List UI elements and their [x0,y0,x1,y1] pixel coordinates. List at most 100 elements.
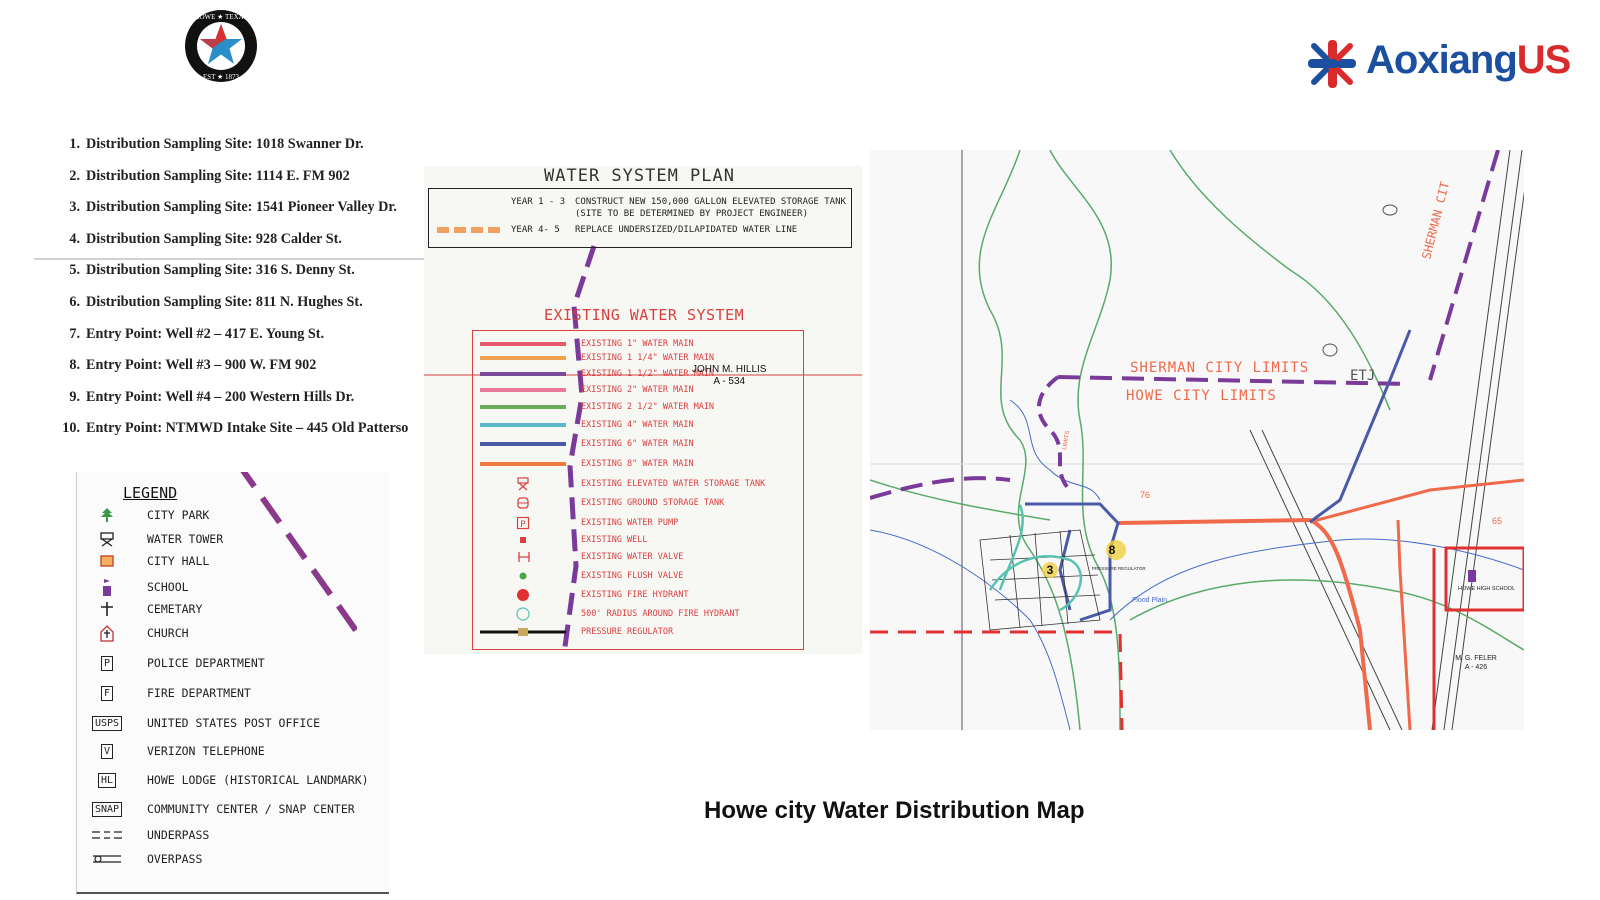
legend-row: CEMETARY [77,598,389,620]
legend-label: VERIZON TELEPHONE [147,744,265,758]
survey-abstract: A - 426 [1465,664,1487,671]
brand-name: AoxiangUS [1366,38,1572,83]
legend-row: OVERPASS [77,848,389,870]
site-number: 6. [69,293,80,310]
aoxiang-logo-icon [1308,40,1356,88]
year13-text-line2: (SITE TO BE DETERMINED BY PROJECT ENGINE… [575,209,808,219]
existing-label: EXISTING GROUND STORAGE TANK [581,498,725,508]
sherman-vertical-label: SHERMAN CIT [1419,180,1452,261]
site-number: 4. [69,230,80,247]
existing-system-row: EXISTING ELEVATED WATER STORAGE TANK [473,475,803,493]
legend-row: UNDERPASS [77,824,389,846]
existing-system-row: EXISTING 1 1/2" WATER MAIN [473,365,803,383]
existing-system-row: EXISTING FIRE HYDRANT [473,586,803,604]
site-number: 3. [69,199,80,216]
legend-label: UNDERPASS [147,828,210,842]
existing-symbol-icon [473,496,573,510]
owner-label: JOHN M. HILLIS A - 534 [692,364,766,388]
legend-label: OVERPASS [147,852,203,866]
water-system-plan: WATER SYSTEM PLAN YEAR 1 - 3 CONSTRUCT N… [424,166,862,654]
site-text: Entry Point: Well #2 – 417 E. Young St. [86,325,325,342]
pressure-regulator-label: PRESSURE REGULATOR [1092,566,1146,571]
distribution-map: SHERMAN CITY LIMITS HOWE CITY LIMITS ETJ… [870,150,1524,730]
existing-label: EXISTING WELL [581,535,648,545]
existing-system-row: EXISTING 2 1/2" WATER MAIN [473,398,803,416]
legend-label: FIRE DEPARTMENT [147,686,251,700]
existing-label: EXISTING WATER VALVE [581,552,684,562]
existing-label: 500' RADIUS AROUND FIRE HYDRANT [581,609,740,619]
legend-label: CEMETARY [147,602,203,616]
existing-label: EXISTING ELEVATED WATER STORAGE TANK [581,479,766,489]
legend-label: SCHOOL [147,580,189,594]
existing-system-row: EXISTING 1 1/4" WATER MAIN [473,349,803,367]
cross-icon [77,601,137,617]
site-number: 8. [69,357,80,374]
sampling-site-item: 10. Entry Point: NTMWD Intake Site – 445 … [52,420,424,452]
existing-system-row: EXISTING WATER VALVE [473,548,803,566]
owner-abstract: A - 534 [713,376,746,387]
legend-label: CITY PARK [147,508,210,522]
city-hall-icon [77,554,137,568]
svg-text:P: P [520,520,526,530]
seal-top-text: HOWE ★ TEXAS [194,13,247,21]
existing-symbol-icon [473,371,573,377]
tree-icon [77,507,137,523]
legend-row: CITY PARK [77,504,389,526]
road-76-label: 76 [1140,490,1150,500]
underpass-icon [77,830,137,840]
legend-label: UNITED STATES POST OFFICE [147,716,321,730]
box-letter-icon: F [77,685,137,701]
city-seal: HOWE ★ TEXAS EST ★ 1873 [183,8,259,84]
legend-symbol: USPS [91,715,123,731]
year45-text: REPLACE UNDERSIZED/DILAPIDATED WATER LIN… [575,225,798,235]
existing-label: EXISTING 1" WATER MAIN [581,339,694,349]
legend-row: F FIRE DEPARTMENT [77,682,389,704]
legend-row: WATER TOWER [77,528,389,550]
site-marker-8 [1106,540,1126,560]
existing-label: EXISTING FLUSH VALVE [581,571,684,581]
sampling-sites-list: 1.Distribution Sampling Site: 1018 Swann… [52,136,424,456]
legend-symbol: V [100,743,114,759]
brand-name-suffix: US [1516,38,1572,82]
site-text: Entry Point: NTMWD Intake Site – 445 Old… [86,420,409,437]
existing-symbol-icon [473,477,573,491]
site-mark-3: 3 [1047,563,1054,577]
district-boundary-line [240,472,357,634]
site-number: 1. [69,136,80,152]
sampling-site-item: 2.Distribution Sampling Site: 1114 E. FM… [52,168,424,200]
existing-symbol-icon [473,387,573,393]
site-number: 7. [69,325,80,342]
legend-label: CITY HALL [147,554,210,568]
site-text: Distribution Sampling Site: 928 Calder S… [86,230,342,247]
existing-symbol-icon [473,551,573,563]
existing-system-row: EXISTING WELL [473,531,803,549]
box-letter-icon: USPS [77,715,137,731]
sampling-site-item: 7. Entry Point: Well #2 – 417 E. Young St… [52,326,424,358]
year45-swatch [437,227,503,233]
sherman-city-limits-label: SHERMAN CITY LIMITS [1130,360,1309,376]
brand-logo: AoxiangUS [1306,34,1576,94]
site-text: Distribution Sampling Site: 811 N. Hughe… [86,293,363,310]
existing-symbol-icon [473,422,573,428]
existing-system-row: EXISTING 1" WATER MAIN [473,335,803,353]
existing-system-row: EXISTING FLUSH VALVE [473,567,803,585]
legend-label: POLICE DEPARTMENT [147,656,265,670]
year13-label: YEAR 1 - 3 [511,197,566,207]
existing-system-row: EXISTING 6" WATER MAIN [473,435,803,453]
legend-row: SCHOOL [77,576,389,598]
plan-title: WATER SYSTEM PLAN [544,166,735,186]
legend-symbol: HL [97,772,117,788]
existing-symbol-icon: P [473,516,573,530]
box-letter-icon: V [77,743,137,759]
existing-label: EXISTING FIRE HYDRANT [581,590,689,600]
existing-symbol-icon [473,461,573,467]
site-number: 10. [62,420,80,437]
sampling-site-item: 3.Distribution Sampling Site: 1541 Pione… [52,199,424,231]
box-letter-icon: SNAP [77,801,137,817]
site-number: 5. [69,262,80,279]
legend-row: V VERIZON TELEPHONE [77,740,389,762]
church-icon [77,624,137,642]
